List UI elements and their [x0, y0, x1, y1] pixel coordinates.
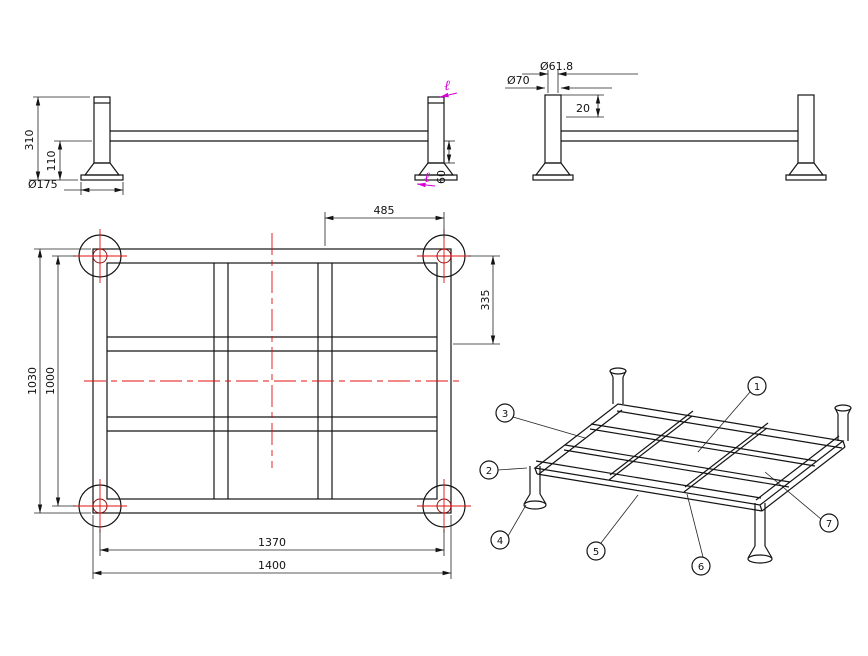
balloon-3: 3: [495, 403, 586, 439]
iso-foot-front-right: [747, 503, 773, 564]
side-left-leg: [532, 94, 574, 181]
plan-foot-bottom-right: [417, 479, 471, 533]
iso-view: 1 2 3 4 5 6 7: [479, 367, 852, 576]
front-view: 310 110 Ø175 60 ℓ ℓ: [23, 78, 458, 195]
balloon-7: 7: [764, 471, 839, 533]
balloon-6-label: 6: [698, 562, 704, 573]
front-left-leg: [80, 96, 124, 181]
balloon-5-label: 5: [593, 547, 599, 558]
balloon-2-label: 2: [486, 466, 492, 477]
balloon-2: 2: [479, 460, 528, 480]
balloon-4: 4: [490, 504, 527, 550]
balloon-4-label: 4: [497, 536, 503, 547]
front-dim-leg-height: 110: [45, 140, 92, 181]
balloon-6: 6: [686, 493, 711, 576]
front-section-mark-top: ℓ: [439, 78, 458, 98]
side-right-leg: [785, 94, 827, 181]
plan-dim-depth-centers-label: 1000: [44, 367, 57, 395]
iso-post-back-right: [834, 404, 852, 441]
plan-dim-width-centers: 1370: [99, 529, 445, 556]
plan-dim-width-overall-label: 1400: [258, 559, 286, 572]
side-cross-rail: [561, 130, 798, 142]
balloon-7-label: 7: [826, 519, 832, 530]
front-section-mark-bottom: ℓ: [416, 170, 436, 188]
plan-dim-bay-depth-label: 335: [479, 290, 492, 311]
iso-foot-front-left: [523, 466, 547, 510]
front-dim-foot-diameter-label: Ø175: [28, 178, 58, 191]
plan-dim-width-overall: 1400: [92, 515, 452, 579]
iso-frame: [533, 403, 846, 512]
plan-foot-top-left: [73, 229, 127, 283]
front-dim-total-height: 310: [23, 96, 90, 181]
iso-post-back-left: [609, 367, 627, 404]
side-view: Ø61.8 Ø70 20: [505, 60, 827, 181]
front-dim-total-height-label: 310: [23, 130, 36, 151]
plan-foot-bottom-left: [73, 479, 127, 533]
front-cross-rail: [110, 130, 428, 142]
front-dim-foot-diameter: Ø175: [28, 178, 124, 195]
plan-dim-depth-overall: 1030: [26, 248, 91, 514]
section-mark-top-label: ℓ: [444, 78, 450, 94]
plan-dim-bay-width: 485: [324, 204, 445, 246]
iso-internal-rails: [563, 410, 817, 493]
plan-centerlines: [84, 233, 460, 468]
front-dim-rail-offset: 60: [435, 140, 455, 184]
side-dim-cap-length: 20: [561, 94, 604, 118]
plan-dim-depth-centers: 1000: [44, 255, 76, 507]
plan-dim-bay-depth: 335: [453, 255, 500, 345]
front-dim-leg-height-label: 110: [45, 151, 58, 172]
side-dim-post-inner-diameter: Ø61.8: [522, 60, 638, 93]
plan-dim-depth-overall-label: 1030: [26, 367, 39, 395]
plan-dim-bay-width-label: 485: [374, 204, 395, 217]
side-dim-post-outer-diameter-label: Ø70: [507, 74, 530, 87]
balloon-3-label: 3: [502, 409, 508, 420]
side-dim-post-inner-diameter-label: Ø61.8: [540, 60, 573, 73]
plan-dim-width-centers-label: 1370: [258, 536, 286, 549]
plan-view: 485 335 1000 1030 1370: [26, 204, 500, 579]
section-mark-bottom-label: ℓ: [424, 170, 430, 186]
balloon-1-label: 1: [754, 382, 760, 393]
front-dim-rail-offset-label: 60: [435, 170, 448, 184]
side-dim-post-outer-diameter: Ø70: [505, 74, 612, 91]
side-dim-cap-length-label: 20: [576, 102, 590, 115]
balloon-5: 5: [586, 494, 639, 561]
front-right-leg: [414, 96, 458, 181]
balloon-1: 1: [697, 376, 767, 453]
